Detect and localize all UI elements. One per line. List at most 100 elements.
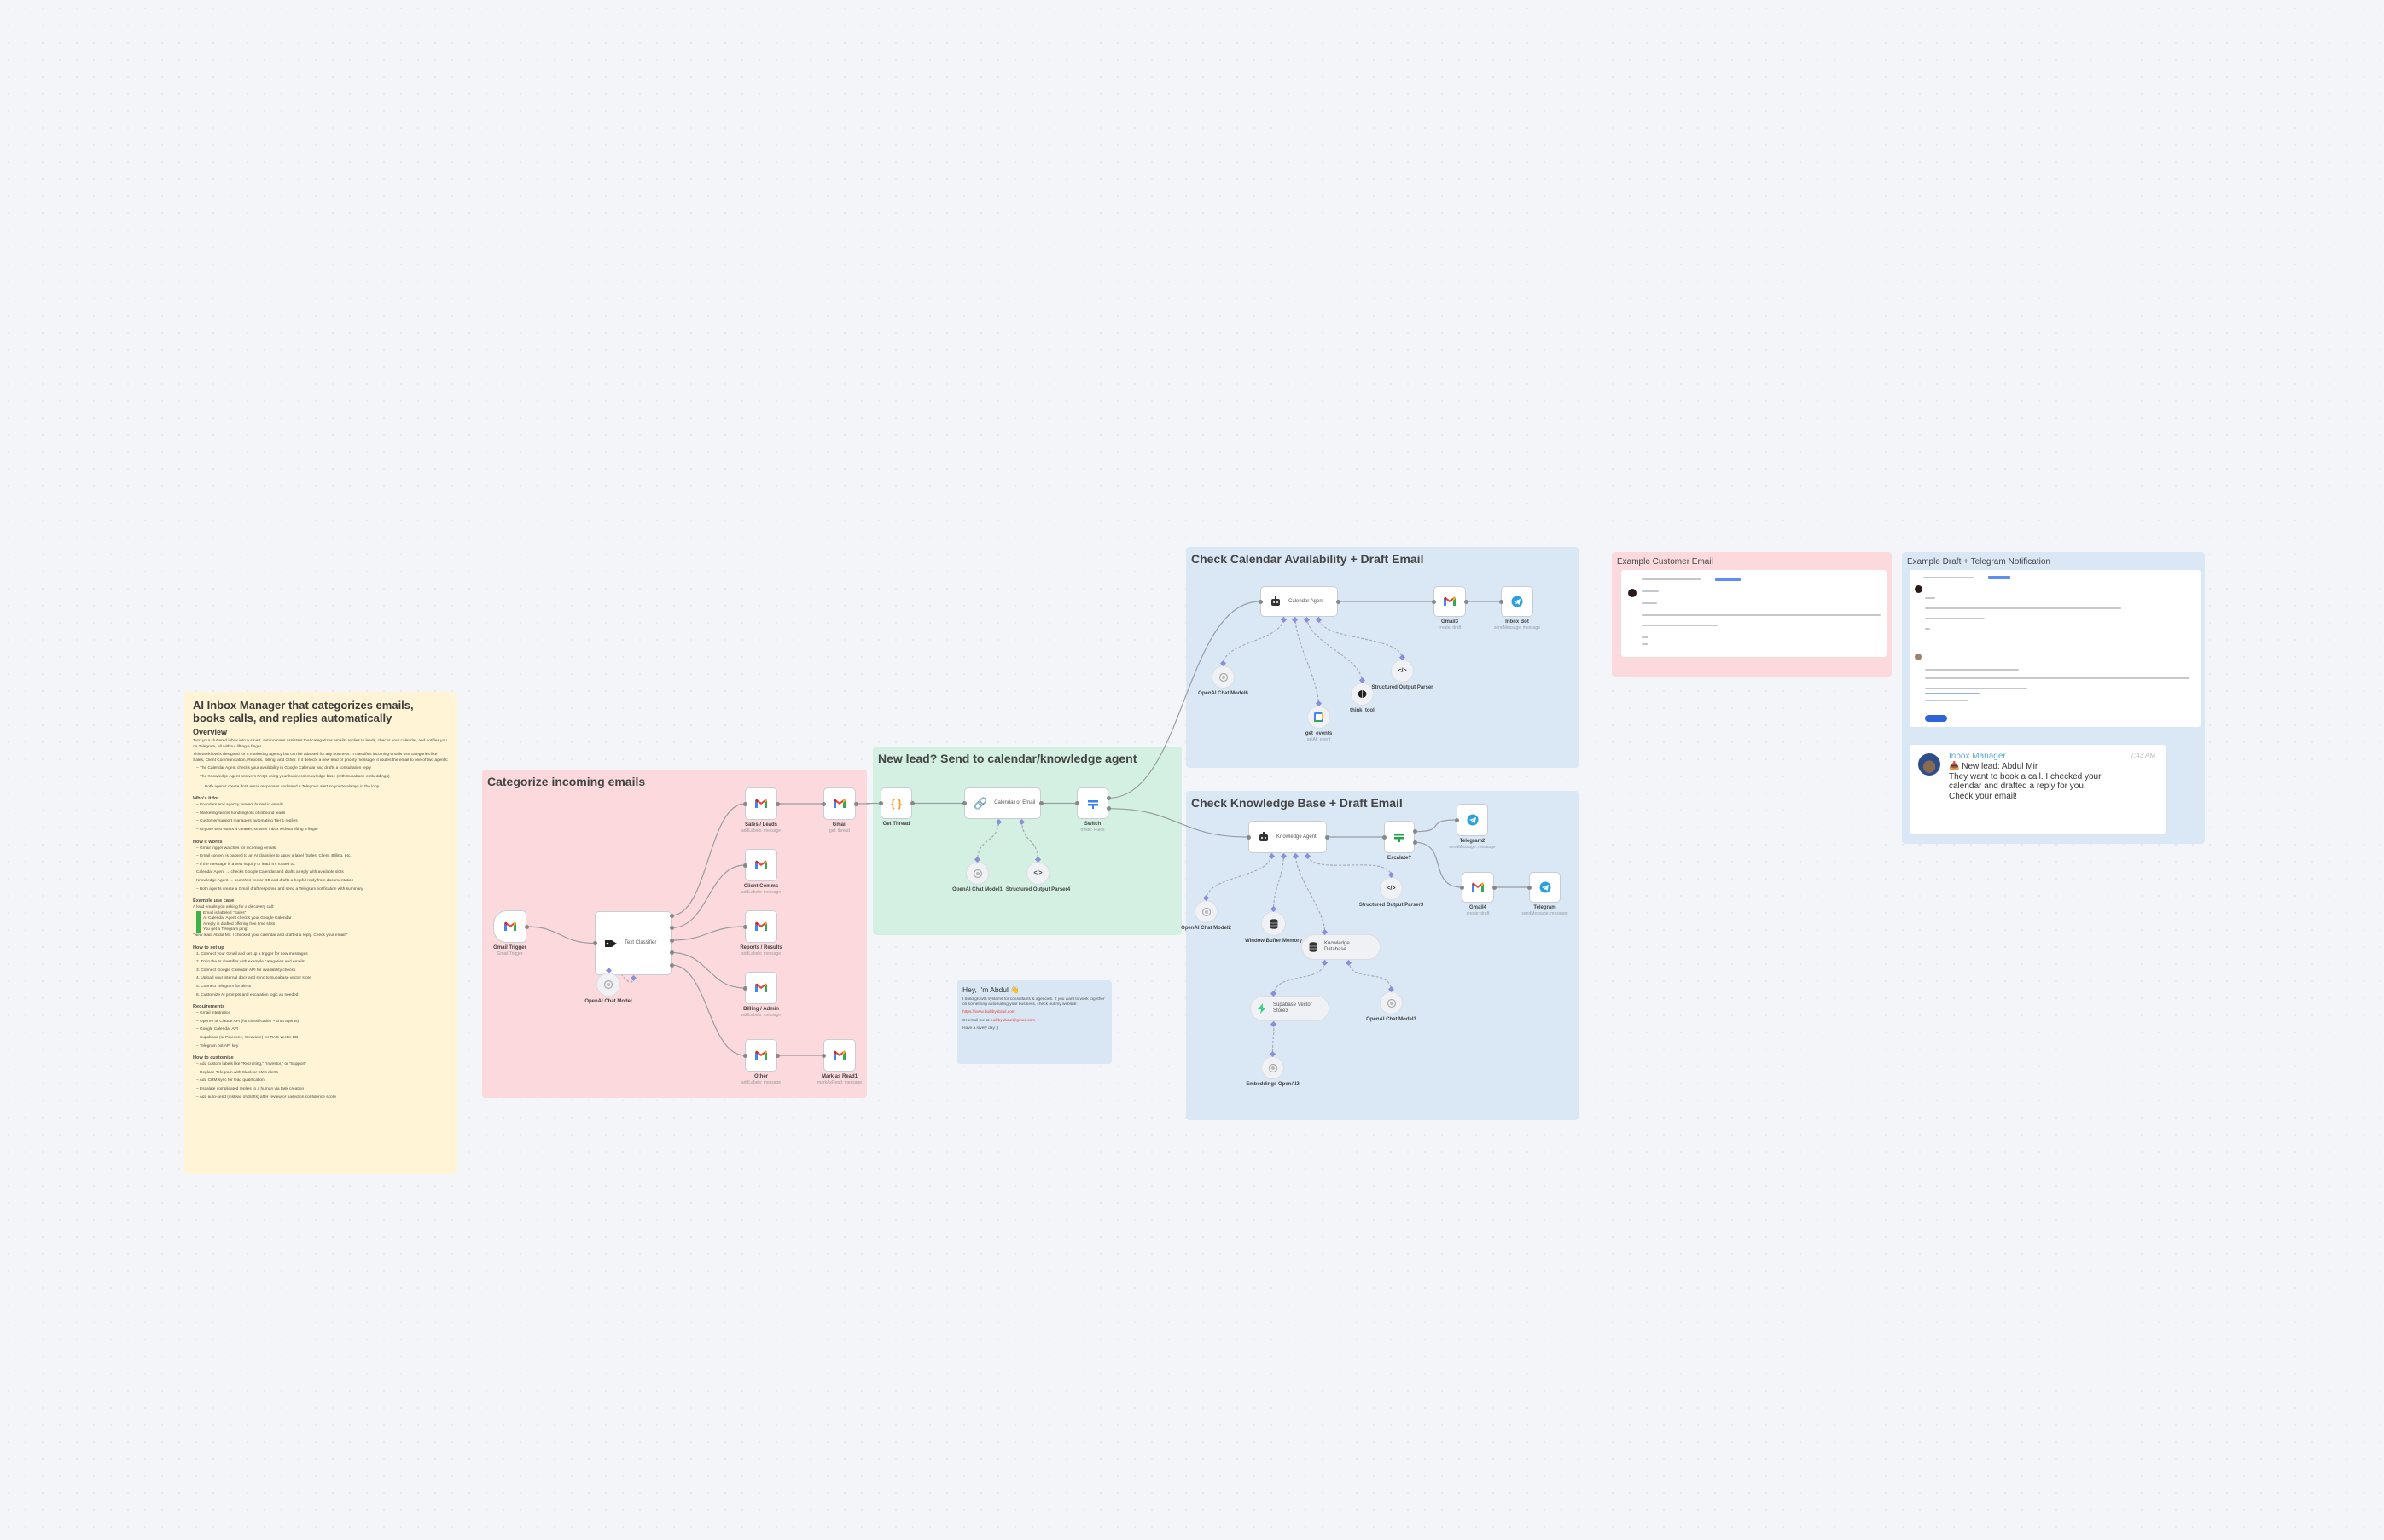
connection-port[interactable]	[1454, 817, 1459, 822]
node-text-classifier[interactable]: Text Classifier	[595, 911, 672, 975]
node-label: Structured Output Parser3	[1353, 903, 1430, 909]
connection-port[interactable]	[669, 938, 674, 943]
node-mark-as-read1[interactable]	[823, 1039, 856, 1072]
section-knowledge[interactable]: Check Knowledge Base + Draft Email	[1186, 791, 1579, 1120]
node-switch[interactable]	[1077, 787, 1108, 819]
section-title: Check Knowledge Base + Draft Email	[1191, 796, 1403, 810]
section-categorize[interactable]: Categorize incoming emails	[482, 770, 867, 1098]
node-get-events[interactable]	[1307, 706, 1330, 729]
node-inbox-bot[interactable]	[1501, 586, 1533, 617]
list-item: – Both agents create a Gmail draft respo…	[196, 886, 363, 892]
connection-port[interactable]	[775, 801, 780, 806]
node-structured-output-parser[interactable]: </>	[1391, 660, 1414, 683]
node-calendar-agent[interactable]: Calendar Agent	[1260, 586, 1338, 617]
connection-port[interactable]	[742, 985, 747, 991]
paragraph: Turn your cluttered inbox into a smart, …	[193, 739, 447, 749]
connection-port[interactable]	[669, 950, 674, 955]
node-gmail[interactable]	[823, 787, 856, 820]
node-billing-admin[interactable]	[745, 972, 777, 1004]
node-escalate[interactable]	[1384, 821, 1415, 853]
section-calendar[interactable]: Check Calendar Availability + Draft Emai…	[1186, 547, 1579, 768]
node-calendar-or-email[interactable]: 🔗Calendar or Email	[964, 787, 1041, 819]
node-subtitle: create: draft	[1466, 911, 1490, 916]
connection-port[interactable]	[669, 962, 674, 968]
node-subtitle: sendMessage: message	[1449, 845, 1496, 850]
openai-icon	[1268, 1063, 1278, 1073]
connection-port[interactable]	[1246, 834, 1251, 840]
connection-port[interactable]	[742, 801, 747, 806]
connection-port[interactable]	[910, 801, 915, 805]
connection-port[interactable]	[742, 924, 747, 929]
node-supabase-vector-store3[interactable]: Supabase Vector Store3	[1250, 996, 1329, 1021]
website-link[interactable]: https://www.builtbyabdul.com	[962, 1010, 1015, 1015]
node-label: Knowledge Agent	[1276, 834, 1317, 840]
connection-port[interactable]	[742, 1053, 747, 1058]
node-structured-output-parser4[interactable]: </>	[1026, 862, 1050, 885]
connection-port[interactable]	[592, 941, 597, 945]
connection-port[interactable]	[821, 1053, 826, 1058]
connection-port[interactable]	[1498, 599, 1503, 604]
node-knowledge-agent[interactable]: Knowledge Agent	[1248, 821, 1327, 853]
section-new-lead[interactable]: New lead? Send to calendar/knowledge age…	[873, 747, 1182, 935]
link-icon: 🔗	[974, 796, 988, 810]
node-structured-output-parser3[interactable]: </>	[1380, 877, 1403, 900]
node-window-buffer-memory[interactable]	[1261, 911, 1286, 936]
connection-port[interactable]	[1526, 885, 1532, 890]
connection-port[interactable]	[1412, 840, 1417, 845]
connection-port[interactable]	[1463, 599, 1468, 604]
author-note[interactable]: Hey, I'm Abdul 👋 I build growth systems …	[957, 980, 1112, 1064]
connection-port[interactable]	[1335, 599, 1340, 604]
list-item: – The Calendar Agent checks your availab…	[196, 766, 371, 771]
connection-port[interactable]	[1074, 801, 1079, 805]
connection-port[interactable]	[962, 801, 967, 805]
node-title: Structured Output Parser4	[1005, 887, 1071, 892]
node-sales-leads[interactable]	[745, 787, 777, 820]
node-reports-results[interactable]	[745, 910, 777, 943]
node-openai-chat-model6[interactable]	[1212, 665, 1235, 689]
connection-port[interactable]	[1106, 795, 1111, 800]
node-embeddings-openai2[interactable]	[1261, 1056, 1284, 1079]
node-telegram2[interactable]	[1457, 804, 1488, 836]
message-line: 📥 New lead: Abdul Mir	[1949, 762, 2038, 771]
node-other[interactable]	[745, 1039, 777, 1072]
connection-port[interactable]	[1038, 801, 1044, 805]
connection-port[interactable]	[1381, 834, 1387, 840]
connection-port[interactable]	[669, 926, 674, 930]
connection-port[interactable]	[821, 801, 826, 806]
node-openai-chat-model[interactable]	[596, 973, 620, 997]
note-title: Hey, I'm Abdul 👋	[962, 985, 1020, 994]
list-item: – Marketing teams handling lots of inbou…	[196, 811, 286, 816]
connection-port[interactable]	[1106, 806, 1111, 811]
node-openai-chat-model3[interactable]	[1380, 991, 1403, 1014]
connection-port[interactable]	[1431, 599, 1436, 604]
connection-port[interactable]	[1412, 829, 1417, 834]
connection-port[interactable]	[742, 863, 747, 868]
note-body: I build growth systems for consultants &…	[962, 997, 1105, 1008]
gmail-icon	[503, 921, 517, 932]
connection-port[interactable]	[1258, 599, 1263, 604]
node-think-tool[interactable]	[1351, 683, 1374, 706]
node-get-thread[interactable]: { }	[881, 787, 912, 819]
connection-port[interactable]	[669, 913, 674, 918]
node-gmail3[interactable]	[1433, 586, 1466, 617]
section-title: Example Customer Email	[1617, 557, 1713, 567]
node-client-comms[interactable]	[745, 849, 777, 881]
node-gmail4[interactable]	[1462, 872, 1494, 903]
connection-port[interactable]	[853, 801, 858, 806]
node-gmail-trigger[interactable]	[493, 910, 526, 943]
connection-port[interactable]	[878, 801, 883, 805]
node-label: Supabase Vector Store3	[1273, 1002, 1312, 1014]
connection-port[interactable]	[1491, 885, 1497, 890]
list-item: Calendar Agent → checks Google Calendar …	[196, 870, 344, 875]
node-openai-chat-model1[interactable]	[966, 862, 989, 885]
node-openai-chat-model2[interactable]	[1195, 900, 1218, 923]
connection-port[interactable]	[1324, 834, 1329, 840]
connection-port[interactable]	[775, 1053, 780, 1058]
connection-port[interactable]	[1459, 885, 1464, 890]
node-telegram[interactable]	[1529, 872, 1561, 903]
list-item: 6. Customize AI prompts and escalation l…	[196, 992, 299, 997]
node-knowledge-database[interactable]: Knowledge Database	[1301, 934, 1381, 960]
connection-port[interactable]	[524, 924, 529, 929]
email-link[interactable]: builtbyabdul@gmail.com	[990, 1018, 1036, 1023]
overview-note[interactable]: AI Inbox Manager that categorizes emails…	[184, 692, 457, 1174]
